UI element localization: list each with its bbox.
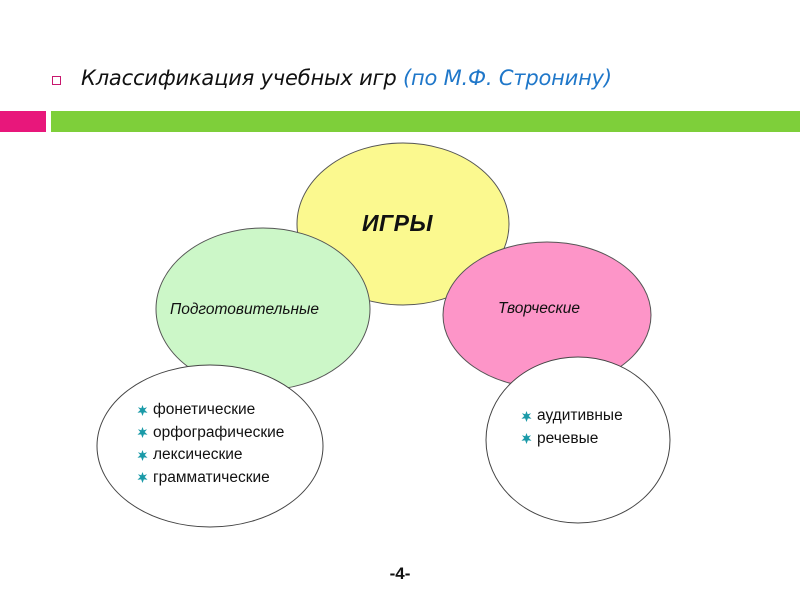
list-item: речевые — [521, 428, 623, 451]
list-item-label: фонетические — [153, 401, 256, 419]
title-main: Классификация учебных игр — [81, 66, 403, 90]
star-bullet-icon — [137, 449, 148, 461]
list-item-label: аудитивные — [537, 407, 623, 425]
list-item: аудитивные — [521, 405, 623, 428]
star-bullet-icon — [137, 404, 148, 416]
branch-label-creative: Творческие — [498, 300, 581, 317]
leaf-node-shape-preparatory — [96, 364, 324, 528]
page-number: -4- — [389, 564, 411, 583]
leaf-node-shape-creative — [485, 356, 671, 524]
preparatory-games-list: фонетические орфографические лексические… — [137, 399, 284, 489]
list-item-label: речевые — [537, 429, 599, 447]
decorative-bar-green — [51, 111, 800, 132]
star-bullet-icon — [521, 410, 532, 422]
list-item-label: грамматические — [153, 468, 270, 486]
list-item: грамматические — [137, 467, 284, 490]
title-author: (по М.Ф. Стронину) — [402, 66, 612, 90]
star-bullet-icon — [137, 472, 148, 484]
list-item: фонетические — [137, 399, 284, 422]
list-item: лексические — [137, 444, 284, 467]
title-text: Классификация учебных игр (по М.Ф. Строн… — [81, 66, 612, 90]
creative-games-list: аудитивные речевые — [521, 405, 623, 450]
list-item-label: орфографические — [153, 423, 285, 441]
list-item-label: лексические — [153, 446, 243, 464]
square-bullet-icon — [52, 75, 61, 85]
list-item: орфографические — [137, 422, 284, 445]
root-node-label: ИГРЫ — [362, 210, 433, 236]
branch-label-preparatory: Подготовительные — [170, 301, 320, 318]
slide-title: Классификация учебных игр (по М.Ф. Строн… — [52, 60, 612, 96]
decorative-bar-pink — [0, 111, 46, 132]
star-bullet-icon — [521, 433, 532, 445]
star-bullet-icon — [137, 427, 148, 439]
